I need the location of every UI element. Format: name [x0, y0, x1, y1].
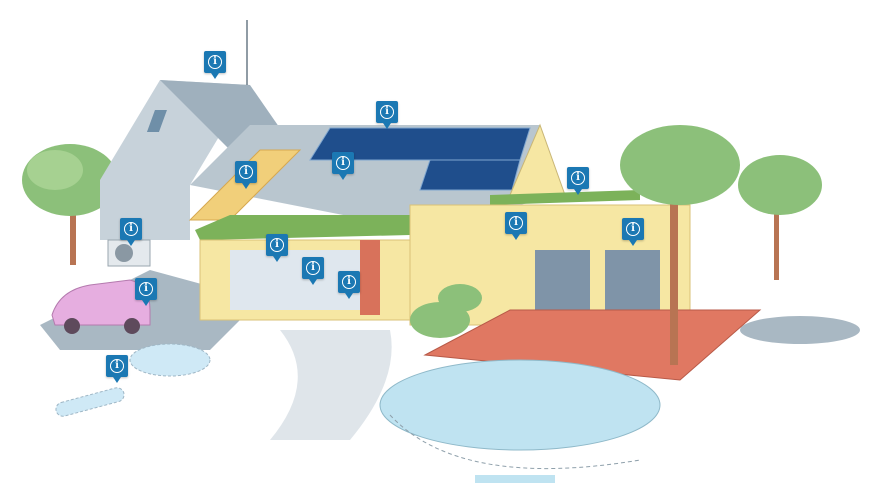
- hotspot-electric-car-charger[interactable]: i: [135, 278, 157, 306]
- green-roof-vegetation: [195, 215, 410, 240]
- hotspot-green-roof[interactable]: i: [567, 167, 589, 195]
- info-icon: i: [208, 55, 222, 69]
- tree-right: [620, 125, 740, 365]
- hotspot-skylight[interactable]: i: [235, 161, 257, 189]
- heat-pump-fan: [115, 244, 133, 262]
- water-drops: [475, 475, 555, 483]
- info-icon: i: [380, 105, 394, 119]
- electric-car: [51, 279, 151, 334]
- info-icon: i: [110, 359, 124, 373]
- lawn-shadow: [740, 316, 860, 344]
- hotspot-roof-window[interactable]: i: [332, 152, 354, 180]
- path: [270, 330, 392, 440]
- info-icon: i: [336, 156, 350, 170]
- hotspot-interior-wall[interactable]: i: [266, 234, 288, 262]
- garage-doors: [535, 250, 660, 320]
- hotspot-antenna-roof[interactable]: i: [204, 51, 226, 79]
- hotspot-shutters[interactable]: i: [622, 218, 644, 246]
- hotspot-solar-panels[interactable]: i: [376, 101, 398, 129]
- hotspot-rainwater-tank[interactable]: i: [106, 355, 128, 383]
- info-icon: i: [571, 171, 585, 185]
- info-icon: i: [342, 275, 356, 289]
- hotspot-ventilation[interactable]: i: [505, 212, 527, 240]
- tree-far-right: [738, 155, 822, 280]
- tree-left: [22, 144, 118, 265]
- brick-wall: [360, 240, 380, 315]
- info-icon: i: [626, 222, 640, 236]
- pond-dashed-outline: [389, 414, 641, 470]
- rainwater-tank-shape: [129, 343, 211, 377]
- hotspot-interior-heating[interactable]: i: [302, 257, 324, 285]
- hotspot-heat-pump[interactable]: i: [120, 218, 142, 246]
- info-icon: i: [270, 238, 284, 252]
- info-icon: i: [509, 216, 523, 230]
- drain-pipe: [55, 387, 125, 417]
- info-icon: i: [239, 165, 253, 179]
- info-icon: i: [139, 282, 153, 296]
- solar-array: [309, 127, 531, 191]
- hotspot-insulation[interactable]: i: [338, 271, 360, 299]
- info-icon: i: [306, 261, 320, 275]
- natural-pond: [379, 359, 661, 451]
- info-icon: i: [124, 222, 138, 236]
- bush-2: [438, 284, 482, 312]
- green-roof-right: [490, 190, 640, 205]
